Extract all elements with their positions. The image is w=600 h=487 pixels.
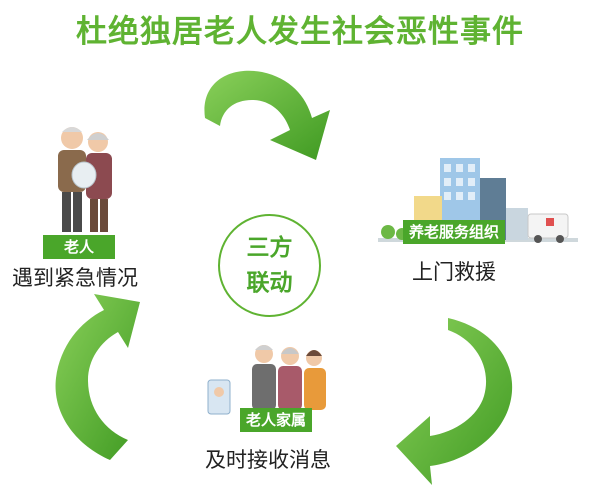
curved-arrow-icon xyxy=(55,294,140,460)
elderly-tag: 老人 xyxy=(43,235,115,259)
center-line-1: 三方 xyxy=(246,235,293,261)
family-with-phone-illustration xyxy=(207,345,326,415)
curved-arrow-icon xyxy=(204,70,330,160)
center-circle: 三方 联动 xyxy=(218,214,321,317)
family-caption: 及时接收消息 xyxy=(205,448,331,472)
service-tag: 养老服务组织 xyxy=(403,220,506,244)
service-caption: 上门救援 xyxy=(412,260,496,284)
elderly-caption: 遇到紧急情况 xyxy=(12,266,138,290)
family-tag: 老人家属 xyxy=(240,408,313,432)
center-line-2: 联动 xyxy=(246,269,293,296)
elderly-couple-illustration xyxy=(58,127,112,232)
page-title: 杜绝独居老人发生社会恶性事件 xyxy=(76,14,524,50)
curved-arrow-icon xyxy=(396,318,513,485)
